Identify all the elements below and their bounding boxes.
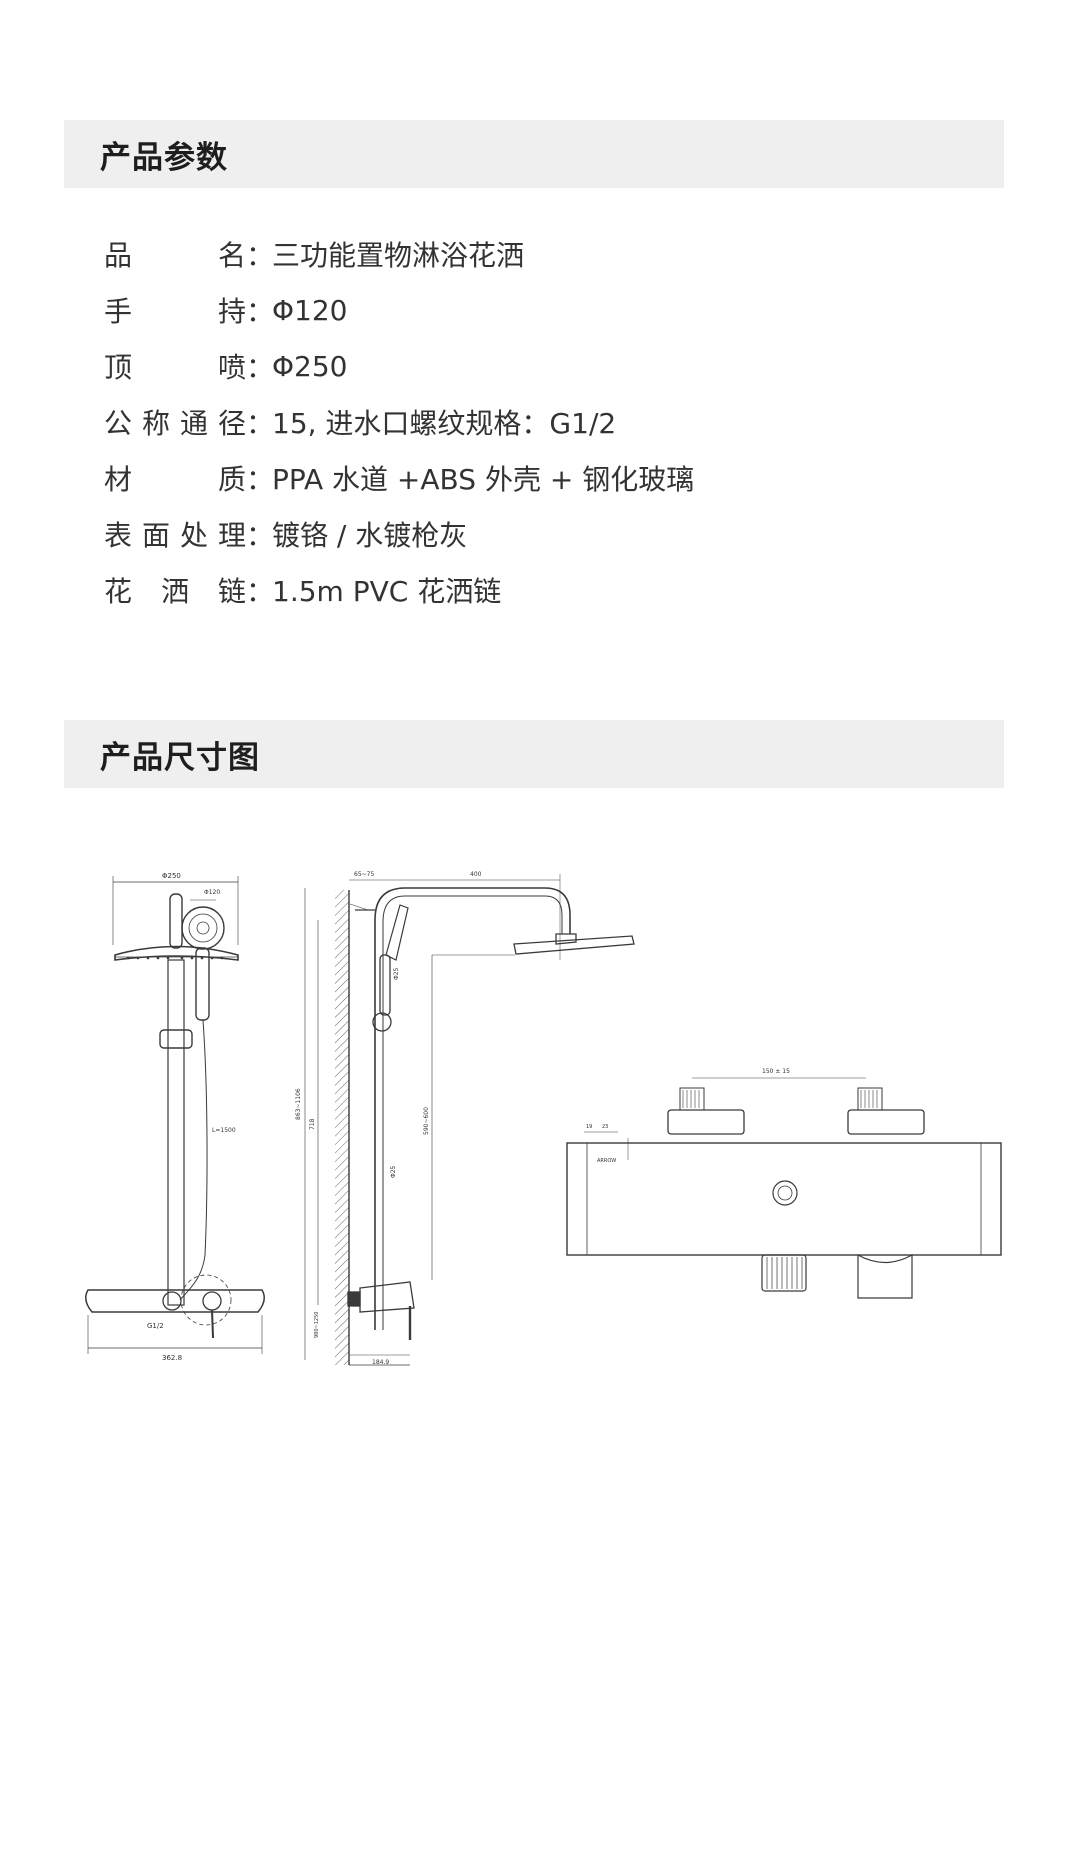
handheld-dim-label: Φ120: [204, 889, 220, 896]
spec-colon: ：: [246, 575, 275, 608]
spec-value: Φ120: [272, 293, 348, 327]
small-a-label: 19: [586, 1124, 592, 1130]
small-b-label: 23: [602, 1124, 608, 1130]
hose-len-label: L=1500: [212, 1127, 236, 1134]
spec-label: 表面处理: [104, 519, 246, 552]
bottom-dim-label: 184.9: [372, 1359, 389, 1366]
spec-colon: ：: [246, 239, 275, 272]
pipe-dia-label: Φ25: [393, 967, 400, 980]
base-width-label: 362.8: [162, 1354, 182, 1362]
section-header-params: 产品参数: [64, 120, 1004, 188]
spec-colon: ：: [246, 295, 275, 328]
spec-label: 公称通径: [104, 407, 246, 440]
spec-label: 顶 喷: [104, 351, 246, 384]
spec-label: 手 持: [104, 295, 246, 328]
brand-label: ARROW: [597, 1158, 616, 1164]
spec-value: 镀铬 / 水镀枪灰: [272, 519, 468, 552]
arm-len-label: 400: [470, 871, 482, 878]
spec-value: 1.5m PVC 花洒链: [272, 575, 502, 608]
spec-row-finish: 表面处理：镀铬 / 水镀枪灰: [104, 514, 467, 554]
spec-colon: ：: [246, 519, 275, 552]
pipe-dia-label-2: Φ25: [390, 1165, 397, 1178]
spec-label: 品 名: [104, 239, 246, 272]
spec-value: Φ250: [272, 349, 348, 383]
spec-colon: ：: [246, 407, 275, 440]
mid-height-label: 590~600: [423, 1107, 430, 1135]
spec-row-top-shower: 顶 喷：Φ250: [104, 346, 347, 386]
spec-colon: ：: [246, 463, 275, 496]
height-note-label: 980~1250: [314, 1312, 320, 1338]
spec-colon: ：: [246, 351, 275, 384]
spec-row-name: 品 名：三功能置物淋浴花洒: [104, 234, 524, 274]
spec-row-handheld: 手 持：Φ120: [104, 290, 347, 330]
spec-row-hose: 花 洒 链：1.5m PVC 花洒链: [104, 570, 501, 610]
spec-value: 三功能置物淋浴花洒: [272, 239, 525, 272]
spec-row-nominal-diameter: 公称通径：15, 进水口螺纹规格：G1/2: [104, 402, 616, 442]
mixer-detail: 150 ± 15 19 23 ARROW: [566, 1068, 1002, 1299]
spec-label: 花 洒 链: [104, 575, 246, 608]
spec-value: PPA 水道 +ABS 外壳 + 钢化玻璃: [272, 463, 695, 496]
front-view: Φ250 Φ120 L=1500: [85, 872, 265, 1362]
side-offset-label: 65~75: [354, 871, 374, 878]
total-height-label: 863~1106: [295, 1088, 302, 1120]
spec-value: 15, 进水口螺纹规格：G1/2: [272, 407, 617, 440]
section-header-dims: 产品尺寸图: [64, 720, 1004, 788]
inlet-label: G1/2: [147, 1322, 164, 1330]
dimension-drawings: Φ250 Φ120 L=1500: [85, 871, 1002, 1366]
spec-row-material: 材 质：PPA 水道 +ABS 外壳 + 钢化玻璃: [104, 458, 694, 498]
side-view: 65~75 400 863~1106 718 590~600 Φ25 Φ25: [295, 871, 635, 1366]
front-top-dim-label: Φ250: [162, 872, 181, 880]
rail-height-label: 718: [309, 1118, 316, 1130]
spec-label: 材 质: [104, 463, 246, 496]
inlet-dist-label: 150 ± 15: [762, 1068, 790, 1075]
section-title-params: 产品参数: [100, 139, 228, 176]
section-title-dims: 产品尺寸图: [100, 739, 260, 776]
